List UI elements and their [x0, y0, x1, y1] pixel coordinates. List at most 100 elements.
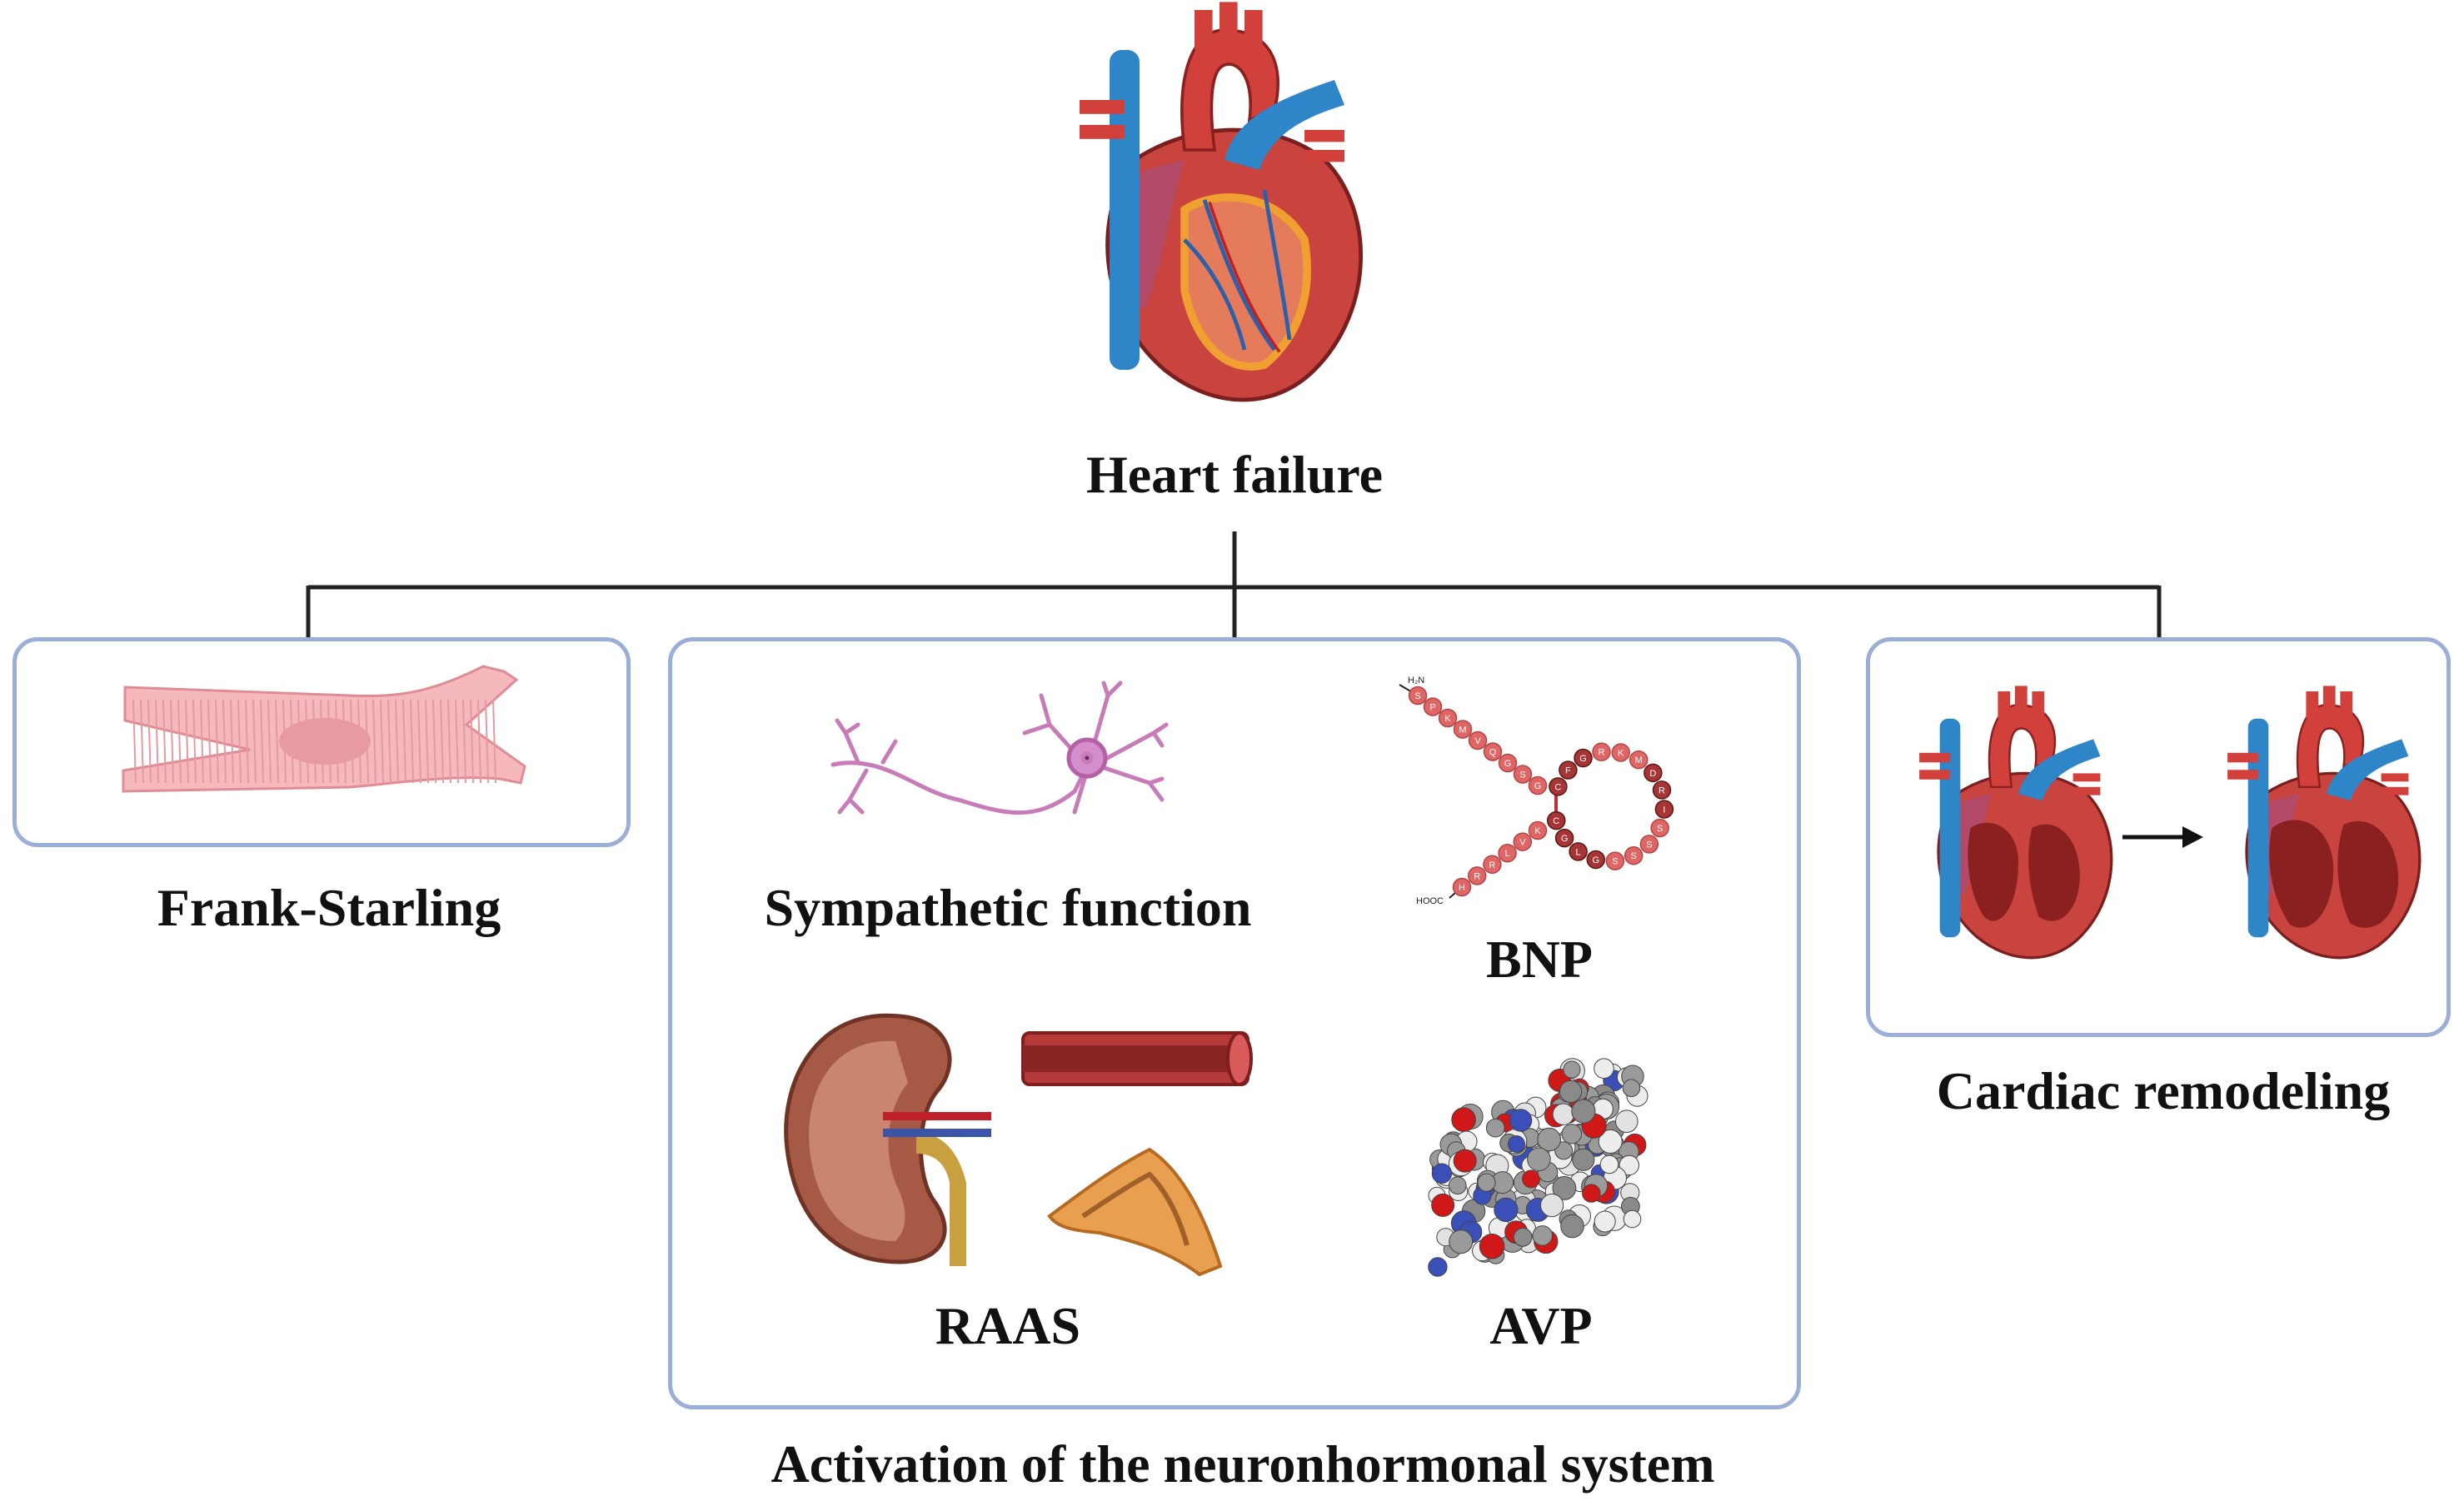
svg-text:P: P: [1429, 703, 1435, 713]
avp-atom: [1619, 1154, 1640, 1176]
svg-text:R: R: [1489, 860, 1495, 870]
svg-text:H: H: [1459, 883, 1465, 893]
bnp-residue-ring-16: C: [1546, 810, 1566, 830]
bnp-residue-n-4: V: [1468, 731, 1488, 751]
avp-atom: [1431, 1193, 1455, 1217]
avp-atom: [1522, 1169, 1541, 1189]
avp-atom: [1594, 1058, 1614, 1079]
avp-atom: [1598, 1129, 1623, 1154]
bnp-residue-n-5: Q: [1483, 742, 1503, 761]
svg-text:C: C: [1553, 816, 1559, 826]
avp-atom: [1449, 1176, 1467, 1194]
bnp-residue-n-1: P: [1423, 697, 1443, 716]
avp-atom: [1513, 1227, 1533, 1247]
svg-text:M: M: [1459, 726, 1466, 736]
bnp-residue-ring-13: G: [1586, 850, 1606, 870]
svg-text:K: K: [1618, 748, 1624, 758]
svg-text:R: R: [1474, 871, 1480, 881]
svg-text:Q: Q: [1489, 748, 1497, 758]
remodeled-heart-icon: [2226, 684, 2422, 960]
svg-text:S: S: [1612, 857, 1618, 867]
bnp-residue-n-3: M: [1453, 720, 1473, 739]
neuron-icon: [830, 681, 1169, 815]
normal-heart-icon: [1918, 684, 2113, 960]
svg-text:S: S: [1646, 840, 1652, 850]
bnp-n-terminus: H₂N: [1408, 676, 1424, 686]
neurohormonal-system-label: Activation of the neuronhormonal system: [771, 1434, 1715, 1494]
bnp-residue-ring-15: G: [1554, 828, 1574, 848]
bnp-residue-ring-3: R: [1592, 742, 1611, 761]
avp-atom: [1594, 1210, 1616, 1233]
avp-atom: [1451, 1107, 1476, 1132]
raas-label: RAAS: [935, 1296, 1081, 1355]
bnp-residue-ring-8: I: [1654, 800, 1674, 819]
heart-failure-title: Heart failure: [1085, 445, 1384, 504]
svg-text:F: F: [1565, 765, 1571, 775]
bnp-residue-c-0: K: [1528, 820, 1548, 840]
bnp-residue-n-7: S: [1513, 765, 1533, 784]
bnp-residue-n-6: G: [1498, 753, 1518, 773]
svg-text:L: L: [1576, 847, 1581, 857]
avp-atom: [1552, 1103, 1575, 1125]
svg-text:K: K: [1444, 714, 1451, 724]
avp-atom: [1622, 1079, 1641, 1097]
svg-text:S: S: [1631, 851, 1637, 861]
avp-atom: [1554, 1141, 1574, 1160]
avp-atom: [1494, 1197, 1519, 1223]
avp-atom: [1453, 1149, 1477, 1173]
avp-atom: [1509, 1109, 1533, 1132]
svg-text:M: M: [1635, 755, 1643, 765]
adrenal-gland-icon: [1047, 1147, 1223, 1277]
svg-text:G: G: [1534, 781, 1542, 791]
svg-text:V: V: [1474, 736, 1481, 746]
avp-atom: [1508, 1135, 1525, 1153]
avp-atom: [1552, 1176, 1577, 1200]
avp-molecule-icon: [1428, 1058, 1648, 1277]
bnp-residue-ring-6: D: [1643, 763, 1663, 783]
svg-text:L: L: [1505, 849, 1510, 859]
arrow-icon: [2122, 826, 2203, 848]
bnp-c-terminus: HOOC: [1416, 896, 1444, 906]
cardiac-remodeling-label: Cardiac remodeling: [1936, 1061, 2391, 1120]
avp-atom: [1527, 1147, 1551, 1172]
avp-atom: [1479, 1234, 1505, 1259]
svg-text:G: G: [1561, 834, 1569, 844]
bnp-label: BNP: [1486, 930, 1593, 989]
avp-atom: [1599, 1154, 1619, 1174]
avp-atom: [1582, 1184, 1601, 1203]
avp-atom: [1561, 1124, 1583, 1144]
bnp-residue-ring-7: R: [1652, 780, 1672, 800]
avp-atom: [1571, 1099, 1596, 1124]
svg-text:R: R: [1658, 785, 1665, 795]
bnp-residue-c-4: R: [1467, 866, 1487, 885]
avp-atom: [1449, 1229, 1474, 1254]
bnp-residue-ring-11: S: [1624, 845, 1643, 865]
bnp-residue-c-1: V: [1513, 832, 1533, 851]
bnp-residue-ring-4: K: [1611, 743, 1630, 762]
frank-starling-label: Frank-Starling: [157, 878, 501, 937]
avp-atom: [1540, 1193, 1564, 1218]
svg-text:V: V: [1519, 838, 1526, 848]
avp-atom: [1532, 1225, 1553, 1246]
bnp-residue-n-2: K: [1438, 708, 1458, 728]
bnp-residue-c-3: R: [1483, 855, 1502, 875]
svg-text:G: G: [1579, 754, 1587, 764]
bnp-residue-ring-14: L: [1569, 842, 1588, 861]
bnp-residue-c-5: H: [1452, 877, 1472, 897]
svg-text:D: D: [1649, 769, 1656, 779]
bnp-residue-c-2: L: [1498, 843, 1517, 863]
avp-atom: [1563, 1060, 1581, 1079]
svg-text:K: K: [1534, 826, 1541, 836]
avp-atom: [1537, 1127, 1561, 1152]
avp-atom: [1431, 1163, 1453, 1184]
avp-label: AVP: [1489, 1296, 1593, 1355]
avp-atom: [1623, 1209, 1642, 1229]
bnp-residue-ring-2: G: [1574, 748, 1593, 768]
bnp-residue-n-0: S: [1408, 686, 1428, 706]
svg-text:G: G: [1592, 855, 1599, 865]
svg-text:C: C: [1554, 782, 1561, 792]
blood-vessel-icon: [1021, 1031, 1253, 1086]
avp-atom: [1428, 1257, 1448, 1277]
